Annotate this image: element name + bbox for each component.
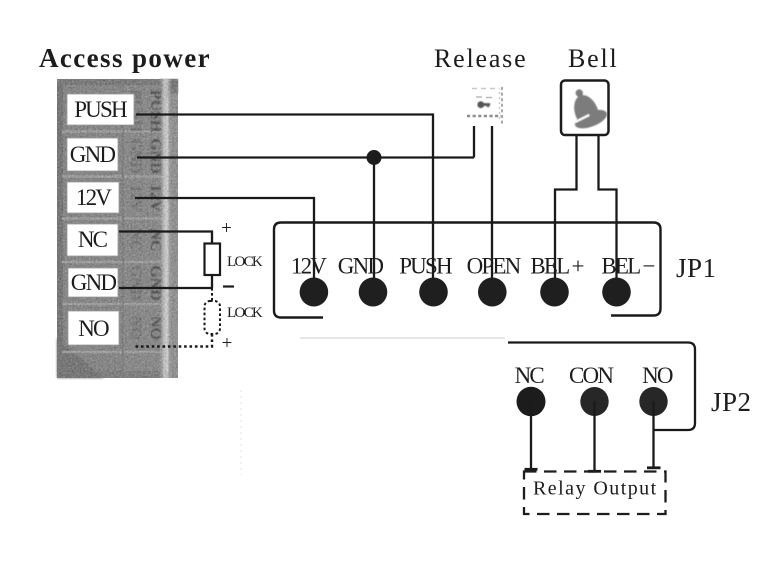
svg-text:BEL +: BEL + — [530, 254, 583, 279]
svg-text:LOCK: LOCK — [227, 305, 263, 321]
svg-text:JP2: JP2 — [711, 387, 752, 417]
svg-text:PUSH: PUSH — [399, 254, 452, 279]
svg-text:LOCK: LOCK — [227, 254, 263, 270]
svg-text:Relay Output: Relay Output — [533, 478, 658, 500]
svg-text:NO: NO — [78, 316, 109, 341]
svg-text:GND: GND — [338, 254, 384, 279]
svg-text:NC: NC — [515, 363, 545, 388]
svg-text:12V: 12V — [291, 254, 327, 279]
svg-text:CON: CON — [569, 363, 614, 388]
svg-text:PUSH: PUSH — [74, 97, 127, 122]
svg-text:Access power: Access power — [39, 43, 211, 73]
svg-text:Release: Release — [434, 44, 527, 73]
svg-text:Bell: Bell — [568, 44, 619, 73]
svg-text:GND: GND — [70, 142, 116, 167]
svg-text:NC: NC — [78, 227, 108, 252]
svg-text:+: + — [221, 218, 232, 239]
svg-text:OPEN: OPEN — [467, 254, 522, 279]
svg-text:GND: GND — [71, 270, 117, 295]
svg-text:12V: 12V — [76, 185, 112, 210]
svg-text:NO: NO — [642, 363, 673, 388]
svg-text:+: + — [222, 333, 233, 354]
svg-text:JP1: JP1 — [676, 253, 717, 283]
svg-text:BEL −: BEL − — [601, 254, 654, 279]
